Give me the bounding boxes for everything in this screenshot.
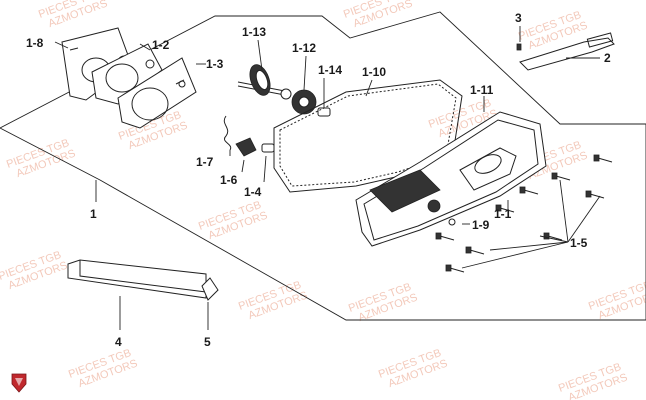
label-1-12: 1-12 [292,41,316,55]
label-1-8: 1-8 [26,36,44,50]
part-1-9-fastener [448,218,456,226]
brand-logo-icon [11,373,27,393]
part-1-13-gear-shaft [237,64,292,100]
part-1-4-bushing [261,143,275,153]
label-3: 3 [515,11,522,25]
part-3-bolt [516,43,522,51]
part-1-5-screws [435,154,613,273]
label-1-5: 1-5 [570,236,588,250]
label-1-9: 1-9 [472,218,490,232]
label-2: 2 [604,51,611,65]
label-1-2: 1-2 [152,38,170,52]
part-1-7-spring [223,115,232,151]
part-1-14-bushing [317,107,331,117]
part-1-3-cover-plate [117,57,197,129]
part-2-kick-lever [519,32,615,71]
part-labels: 1-8 1-2 1-3 1-13 1-12 1-14 1-10 1-11 3 2… [26,11,611,349]
label-5: 5 [204,335,211,349]
part-1-12-gear [291,89,317,115]
label-1-7: 1-7 [196,155,214,169]
label-1-10: 1-10 [362,65,386,79]
assembly-frame [0,11,646,321]
label-1-3: 1-3 [206,57,224,71]
part-4-strip [67,259,207,299]
label-1-6: 1-6 [220,173,238,187]
part-5-clip [201,277,219,301]
label-1-14: 1-14 [318,63,342,77]
label-1-1: 1-1 [494,207,512,221]
part-1-11-outer-cover [355,111,547,247]
leader-lines [54,26,601,330]
label-1-11: 1-11 [470,83,494,97]
part-1-6-pinion [235,137,257,157]
label-1-13: 1-13 [242,25,266,39]
label-4: 4 [115,335,122,349]
label-1: 1 [90,207,97,221]
label-1-4: 1-4 [244,185,262,199]
